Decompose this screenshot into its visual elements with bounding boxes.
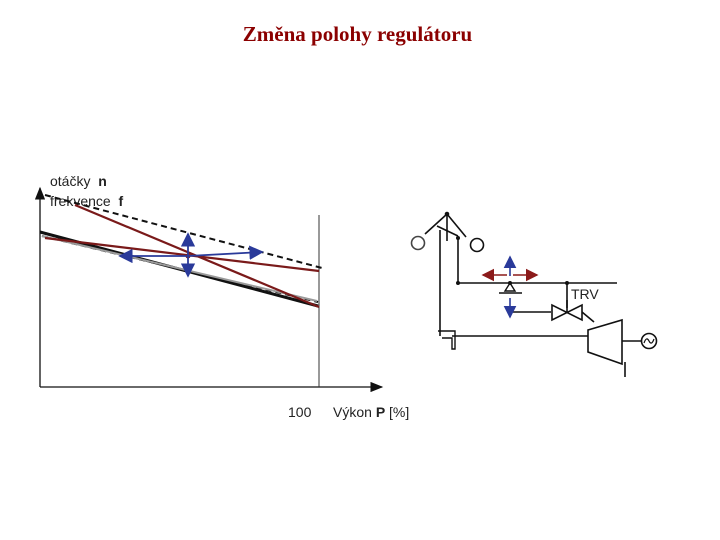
x-axis-label: Výkon P [%] [333, 404, 409, 420]
turbine-inlet-pipe [581, 311, 595, 323]
node-governor-top [444, 211, 450, 217]
flyweight-right [469, 237, 485, 253]
node-linkage-left [456, 281, 460, 285]
horizontal-shift-arrow-right [187, 245, 264, 260]
governor-schematic [410, 213, 617, 337]
pilot-valve-body [503, 281, 517, 292]
page-title: Změna polohy regulátoru [242, 22, 473, 46]
node-linkage-valve [565, 281, 569, 285]
x-tick-100: 100 [288, 404, 312, 420]
droop-characteristics [39, 194, 323, 309]
governor-lever-right [446, 213, 467, 238]
y-label-frequency-symbol: f [118, 193, 124, 209]
oil-cylinder [438, 330, 456, 350]
x-label-text: Výkon [333, 404, 372, 420]
graph-axes [34, 186, 384, 393]
graph-shift-arrows [118, 232, 264, 278]
dashed-upper-droop [44, 194, 323, 269]
gray-base-droop [41, 235, 318, 302]
turbine-symbol [581, 311, 641, 377]
node-linkage-pilot [508, 281, 512, 285]
y-label-speed-symbol: n [98, 173, 107, 189]
x-label-unit: [%] [389, 404, 410, 420]
turbine-body [587, 318, 623, 366]
y-axis-label-speed: otáčky n [50, 173, 107, 189]
y-axis-label-frequency: frekvence f [50, 193, 123, 209]
y-label-frequency-text: frekvence [50, 193, 111, 209]
flyweight-left [410, 235, 426, 251]
schematic-nodes [444, 211, 569, 285]
trv-label: TRV [571, 286, 599, 302]
node-governor-right [456, 236, 460, 240]
valve-bowtie [551, 303, 583, 322]
x-label-symbol: P [375, 404, 386, 420]
pilot-shift-arrows [481, 255, 539, 319]
pilot-valve-symbol [438, 281, 522, 350]
generator-sine-icon [643, 338, 655, 344]
generator-symbol [640, 332, 658, 350]
y-label-speed-text: otáčky [50, 173, 91, 189]
red-shifted-droop [44, 236, 320, 273]
control-valve-symbol [551, 300, 583, 322]
governor-lever-left [424, 213, 448, 235]
